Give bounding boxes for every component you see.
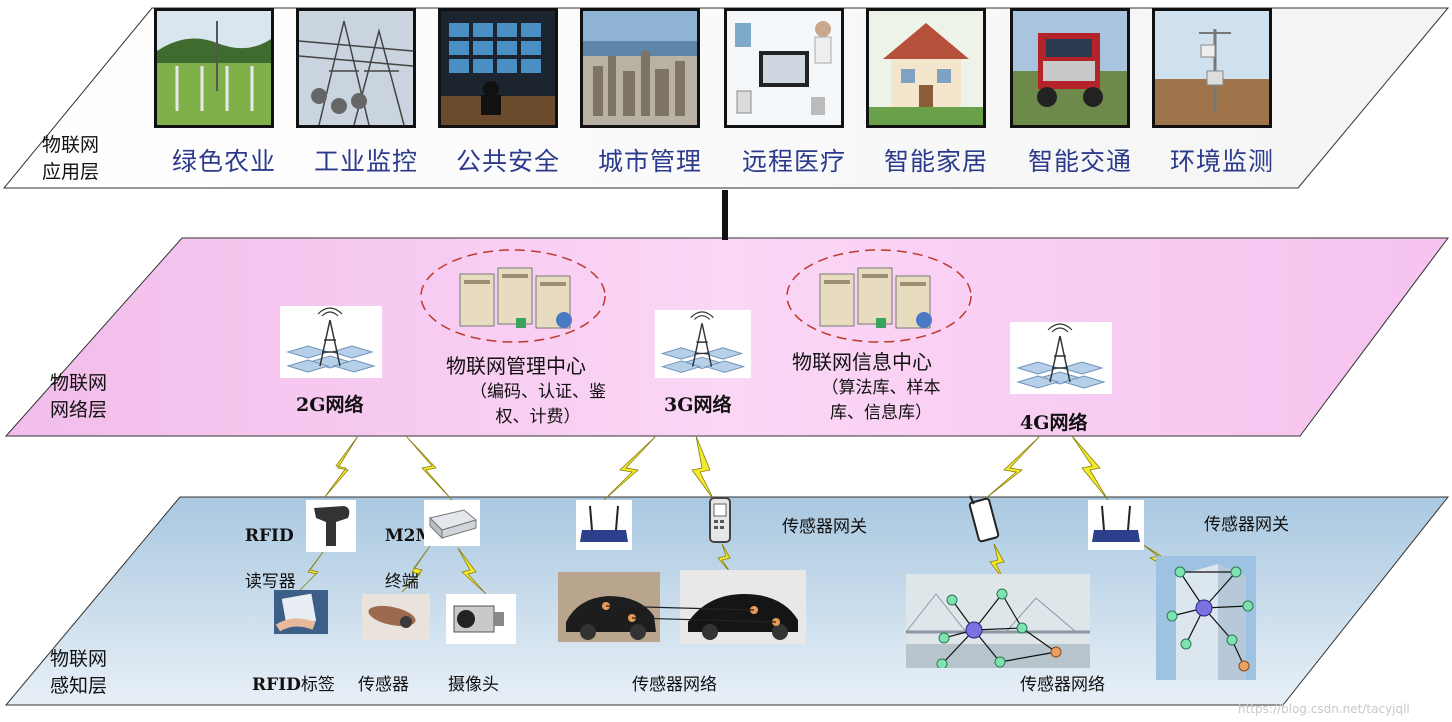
m2m-terminal-label: M2M 终端 xyxy=(374,502,434,594)
lightning-icon xyxy=(691,435,715,501)
cell-tower-3g-icon xyxy=(654,310,752,378)
cell-tower-4g-icon xyxy=(1010,322,1112,394)
management-center-title: 物联网管理中心 xyxy=(446,354,586,378)
mobile-phone-icon xyxy=(968,495,1000,543)
rfid-tag-label-a: RFID xyxy=(252,675,301,695)
app-label-smart-transport: 智能交通 xyxy=(1027,147,1132,176)
power-tower-photo xyxy=(296,8,416,128)
car-sensor-network-image xyxy=(558,570,806,644)
lightning-icon xyxy=(985,435,1041,499)
watermark: https://blog.csdn.net/tacyjqll xyxy=(1238,702,1410,716)
farm-field-photo xyxy=(154,8,274,128)
bridge-sensor-network-image xyxy=(906,574,1090,668)
app-label-city-management: 城市管理 xyxy=(597,147,702,176)
information-center-description: （算法库、样本 库、信息库） xyxy=(821,378,941,423)
rfid-tag-label: RFID标签 xyxy=(252,674,335,697)
telemedicine-photo xyxy=(724,8,844,128)
sensor-label: 传感器 xyxy=(358,675,409,695)
lightning-icon xyxy=(457,547,487,595)
sensor-gateway-label-2: 传感器网关 xyxy=(1204,515,1289,535)
lightning-icon xyxy=(717,543,731,573)
app-label-environment-monitoring: 环境监测 xyxy=(1169,147,1274,176)
truck-photo xyxy=(1010,8,1130,128)
app-label-green-agriculture: 绿色农业 xyxy=(171,147,276,176)
network-3g-label: 3G网络 xyxy=(664,394,732,416)
m2m-terminal-label-line2: 终端 xyxy=(384,572,419,592)
server-icon xyxy=(459,267,572,329)
lightning-icon xyxy=(603,435,657,501)
rfid-reader-icon xyxy=(306,500,356,552)
network-2g-label: 2G网络 xyxy=(296,394,364,416)
sensor-icon xyxy=(362,594,430,640)
information-center-servers xyxy=(786,249,972,343)
control-room-photo xyxy=(438,8,558,128)
network-layer-label: 物联网 网络层 xyxy=(50,372,108,421)
sensor-network-label-1: 传感器网络 xyxy=(632,675,717,695)
lightning-icon xyxy=(297,547,327,593)
app-label-smart-home: 智能家居 xyxy=(883,147,988,176)
management-center-description: （编码、认证、鉴 权、计费） xyxy=(470,382,606,427)
building-sensor-network-image xyxy=(1156,556,1256,680)
server-icon xyxy=(819,267,932,329)
management-center-servers xyxy=(420,249,606,343)
m2m-terminal-icon xyxy=(424,500,480,546)
rfid-reader-label-line1: RFID xyxy=(244,526,294,546)
sensor-gateway-router-icon xyxy=(576,500,632,550)
mobile-phone-icon xyxy=(709,497,731,543)
information-center-title: 物联网信息中心 xyxy=(792,350,932,374)
city-skyline-photo xyxy=(580,8,700,128)
perception-layer-label: 物联网 感知层 xyxy=(50,648,108,697)
app-label-telemedicine: 远程医疗 xyxy=(741,147,846,176)
m2m-terminal-label-line1: M2M xyxy=(384,526,435,546)
rfid-reader-label-line2: 读写器 xyxy=(244,572,296,592)
weather-station-photo xyxy=(1152,8,1272,128)
smart-house-photo xyxy=(866,8,986,128)
rfid-tag-icon xyxy=(274,590,328,634)
rfid-tag-label-b: 标签 xyxy=(300,675,335,695)
network-4g-label: 4G网络 xyxy=(1020,412,1088,434)
sensor-network-label-2: 传感器网络 xyxy=(1020,675,1105,695)
lightning-icon xyxy=(1071,435,1109,501)
lightning-icon xyxy=(401,545,431,593)
camera-icon xyxy=(446,594,516,644)
cell-tower-2g-icon xyxy=(280,306,382,378)
rfid-reader-label: RFID 读写器 xyxy=(234,502,296,594)
application-layer-label: 物联网 应用层 xyxy=(42,134,100,183)
lightning-icon xyxy=(405,435,453,501)
camera-label: 摄像头 xyxy=(448,675,499,695)
sensor-gateway-router-icon xyxy=(1088,500,1144,550)
layer-connector xyxy=(722,190,728,240)
lightning-icon xyxy=(323,435,359,499)
app-label-public-safety: 公共安全 xyxy=(455,147,560,176)
sensor-gateway-label-1: 传感器网关 xyxy=(782,517,867,537)
app-label-industrial-monitoring: 工业监控 xyxy=(313,147,418,176)
